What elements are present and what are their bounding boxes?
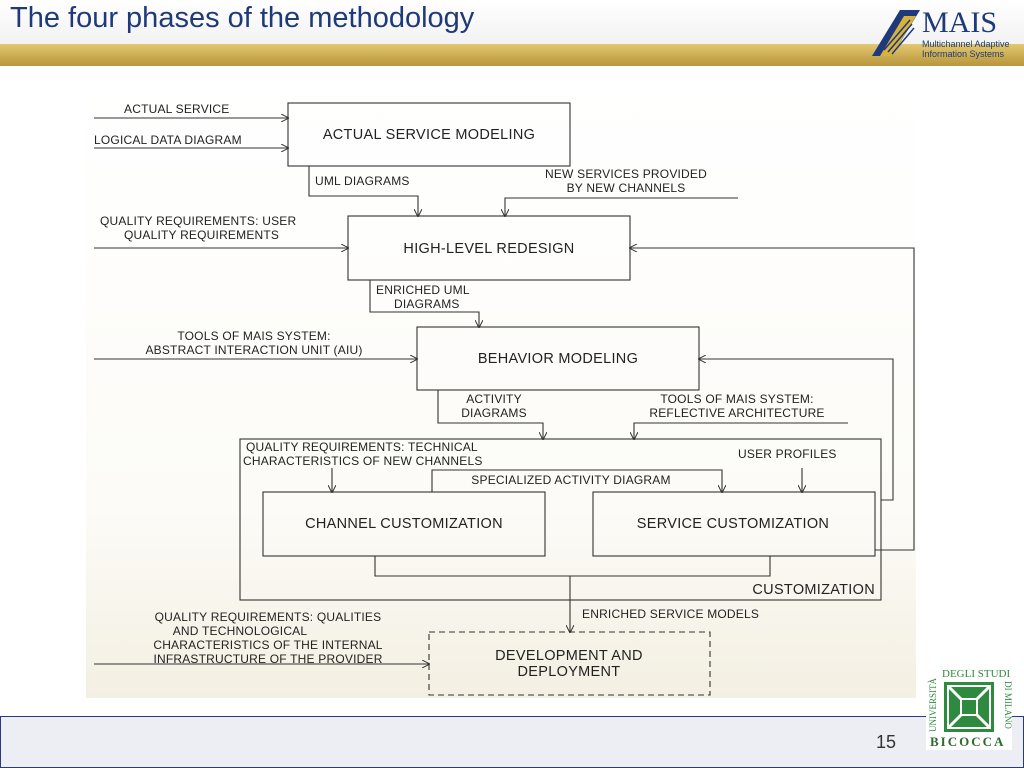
slide-title: The four phases of the methodology <box>10 2 475 34</box>
label-user-profiles: USER PROFILES <box>738 447 837 461</box>
label-service-customization: SERVICE CUSTOMIZATION <box>637 516 829 532</box>
header-band <box>0 44 1024 66</box>
label-development-line: DEVELOPMENT AND <box>495 648 643 664</box>
university-logo: DEGLI STUDI UNIVERSITÀ DI MILANO BICOCCA <box>926 666 1013 750</box>
label-channel-customization: CHANNEL CUSTOMIZATION <box>305 516 503 532</box>
box-channel-customization <box>262 491 546 557</box>
university-logo-bottom: BICOCCA <box>930 734 1006 749</box>
mais-logo-mark-icon <box>872 10 920 56</box>
label-logical-data-diagram: LOGICAL DATA DIAGRAM <box>94 133 242 147</box>
label-customization: CUSTOMIZATION <box>752 582 875 598</box>
label-enriched-uml: ENRICHED UML <box>376 283 470 297</box>
logo-subtitle: Multichannel Adaptive Information System… <box>922 39 1010 59</box>
logo-wordmark: MAIS <box>922 6 998 39</box>
arrow-enriched-uml <box>369 280 479 327</box>
label-behavior-modeling: BEHAVIOR MODELING <box>478 351 638 367</box>
label-activity-diagrams: ACTIVITY <box>466 392 522 406</box>
arrow-activity-diagrams <box>437 390 543 439</box>
label-tools-reflective: REFLECTIVE ARCHITECTURE <box>649 406 824 420</box>
label-new-services: BY NEW CHANNELS <box>567 181 686 195</box>
box-service-customization <box>592 491 876 557</box>
university-logo-left: UNIVERSITÀ <box>928 678 938 732</box>
label-quality-tech: QUALITY REQUIREMENTS: TECHNICAL <box>246 440 478 454</box>
connector-customization-bottom <box>374 556 771 577</box>
label-specialized-activity: SPECIALIZED ACTIVITY DIAGRAM <box>471 473 670 487</box>
label-enriched-uml: DIAGRAMS <box>394 297 460 311</box>
label-activity-diagrams: DIAGRAMS <box>461 406 527 420</box>
university-logo-right: DI MILANO <box>1002 681 1013 729</box>
label-quality-infra: CHARACTERISTICS OF THE INTERNAL <box>153 638 382 652</box>
slide-footer <box>0 716 1024 768</box>
label-quality-infra: INFRASTRUCTURE OF THE PROVIDER <box>153 652 382 666</box>
label-quality-tech: CHARACTERISTICS OF NEW CHANNELS <box>243 454 483 468</box>
label-development-line: DEPLOYMENT <box>518 664 621 680</box>
logo-subtitle-line: Information Systems <box>922 49 1005 59</box>
label-quality-infra: QUALITY REQUIREMENTS: QUALITIES <box>155 610 382 624</box>
box-customization-container <box>239 438 882 601</box>
label-high-level-redesign: HIGH-LEVEL REDESIGN <box>403 241 574 257</box>
slide-header <box>0 0 1024 44</box>
label-tools-aiu: TOOLS OF MAIS SYSTEM: <box>177 329 330 343</box>
label-tools-reflective: TOOLS OF MAIS SYSTEM: <box>660 392 813 406</box>
arrow-reflective <box>634 422 848 439</box>
logo-subtitle-line: Multichannel Adaptive <box>922 39 1010 49</box>
university-emblem-icon <box>944 682 994 732</box>
box-actual-service-modeling <box>287 102 571 167</box>
label-quality-infra: AND TECHNOLOGICAL <box>173 624 308 638</box>
label-actual-service: ACTUAL SERVICE <box>124 102 230 116</box>
page-number: 15 <box>876 732 897 752</box>
mais-logo: MAIS Multichannel Adaptive Information S… <box>870 6 1020 60</box>
feedback-to-redesign <box>630 248 915 551</box>
label-quality-user: QUALITY REQUIREMENTS: USER <box>100 214 296 228</box>
label-new-services: NEW SERVICES PROVIDED <box>545 167 707 181</box>
label-uml-diagrams: UML DIAGRAMS <box>315 174 410 188</box>
feedback-to-behavior <box>699 359 894 501</box>
arrow-new-services <box>505 197 738 216</box>
diagram-background <box>86 78 916 698</box>
label-enriched-service-models: ENRICHED SERVICE MODELS <box>582 607 759 621</box>
university-logo-top: DEGLI STUDI <box>942 668 1011 680</box>
label-actual-service-modeling: ACTUAL SERVICE MODELING <box>323 127 535 143</box>
arrow-specialized-activity <box>431 469 722 492</box>
label-tools-aiu: ABSTRACT INTERACTION UNIT (AIU) <box>145 343 362 357</box>
arrow-uml-diagrams <box>308 166 418 216</box>
methodology-diagram: ACTUAL SERVICE MODELING HIGH-LEVEL REDES… <box>94 102 915 696</box>
label-quality-user: QUALITY REQUIREMENTS <box>124 228 279 242</box>
